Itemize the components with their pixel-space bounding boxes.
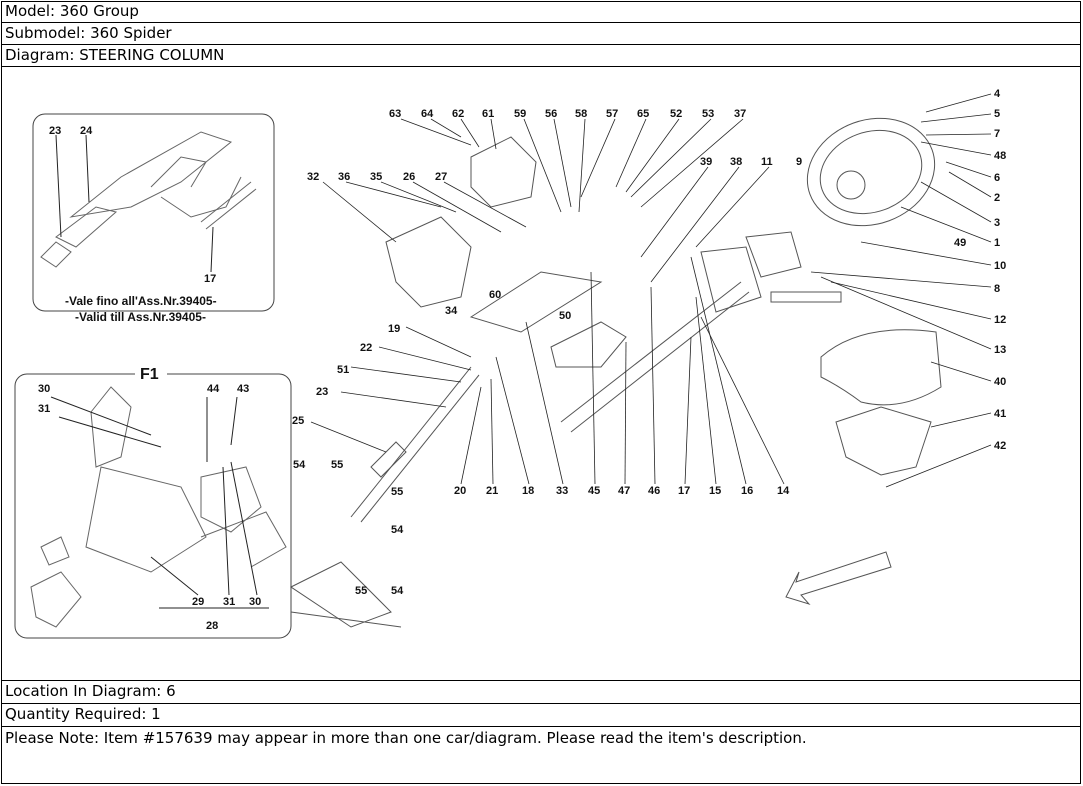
callout: 51	[337, 364, 349, 376]
callout: 26	[403, 171, 415, 183]
callout: 6	[994, 172, 1000, 184]
callout: 13	[994, 344, 1006, 356]
inset-note-line1: -Vale fino all'Ass.Nr.39405-	[65, 294, 217, 308]
callout: 55	[391, 486, 403, 498]
inset-label: 24	[80, 125, 93, 137]
callout: 61	[482, 108, 494, 120]
diagram-area: 23 24 17 -Vale fino all'Ass.Nr.39405- -V…	[1, 67, 1081, 681]
callout: 50	[559, 310, 571, 322]
callout: 45	[588, 485, 600, 497]
f1-label: 28	[206, 620, 218, 632]
f1-label: 43	[237, 383, 249, 395]
callout: 56	[545, 108, 557, 120]
callout: 21	[486, 485, 498, 497]
model-row: Model: 360 Group	[1, 1, 1081, 23]
callout: 37	[734, 108, 746, 120]
f1-label: 44	[207, 383, 220, 395]
callout: 7	[994, 128, 1000, 140]
callout: 1	[994, 237, 1000, 249]
callout: 18	[522, 485, 534, 497]
callout: 35	[370, 171, 382, 183]
callout: 25	[292, 415, 304, 427]
inset-label: 23	[49, 125, 61, 137]
callout: 47	[618, 485, 630, 497]
callout: 33	[556, 485, 568, 497]
callout: 55	[331, 459, 343, 471]
callout: 55	[355, 585, 367, 597]
callout: 57	[606, 108, 618, 120]
callout: 48	[994, 150, 1006, 162]
callout: 46	[648, 485, 660, 497]
inset-note-line2: -Valid till Ass.Nr.39405-	[75, 310, 206, 324]
inset-valid-till	[32, 113, 275, 312]
callout: 52	[670, 108, 682, 120]
callout: 2	[994, 192, 1000, 204]
f1-label: 31	[223, 596, 235, 608]
callout: 59	[514, 108, 526, 120]
callout: 60	[489, 289, 501, 301]
callout: 49	[954, 237, 966, 249]
callout: 54	[391, 524, 404, 536]
callout: 14	[777, 485, 790, 497]
callout: 9	[796, 156, 802, 168]
callout: 34	[445, 305, 458, 317]
f1-label: 29	[192, 596, 204, 608]
callout: 41	[994, 408, 1006, 420]
callout: 54	[391, 585, 404, 597]
callout: 3	[994, 217, 1000, 229]
callout: 10	[994, 260, 1006, 272]
callout: 38	[730, 156, 742, 168]
callout: 32	[307, 171, 319, 183]
f1-label: 30	[249, 596, 261, 608]
callout: 53	[702, 108, 714, 120]
callout: 42	[994, 440, 1006, 452]
callout: 12	[994, 314, 1006, 326]
callout: 40	[994, 376, 1006, 388]
f1-label: 31	[38, 403, 50, 415]
callout: 11	[761, 156, 773, 168]
callout: 63	[389, 108, 401, 120]
callout: 62	[452, 108, 464, 120]
callout: 54	[293, 459, 306, 471]
callout: 5	[994, 108, 1000, 120]
callout: 4	[994, 88, 1001, 100]
quantity-row: Quantity Required: 1	[1, 704, 1081, 727]
callout: 64	[421, 108, 434, 120]
f1-label: 30	[38, 383, 50, 395]
callout: 8	[994, 283, 1000, 295]
callout: 17	[678, 485, 690, 497]
callout: 16	[741, 485, 753, 497]
callout: 22	[360, 342, 372, 354]
submodel-row: Submodel: 360 Spider	[1, 23, 1081, 45]
diagram-name-row: Diagram: STEERING COLUMN	[1, 45, 1081, 67]
callout: 20	[454, 485, 466, 497]
callout: 36	[338, 171, 350, 183]
callout: 65	[637, 108, 649, 120]
callout: 58	[575, 108, 587, 120]
please-note-row: Please Note: Item #157639 may appear in …	[5, 729, 807, 747]
steering-column-diagram: 23 24 17 -Vale fino all'Ass.Nr.39405- -V…	[14, 88, 1006, 639]
location-row: Location In Diagram: 6	[1, 681, 1081, 704]
callout: 39	[700, 156, 712, 168]
callout: 19	[388, 323, 400, 335]
callout: 23	[316, 386, 328, 398]
callout: 27	[435, 171, 447, 183]
inset-label: 17	[204, 273, 216, 285]
inset-f1-title: F1	[140, 366, 159, 383]
callout: 15	[709, 485, 721, 497]
